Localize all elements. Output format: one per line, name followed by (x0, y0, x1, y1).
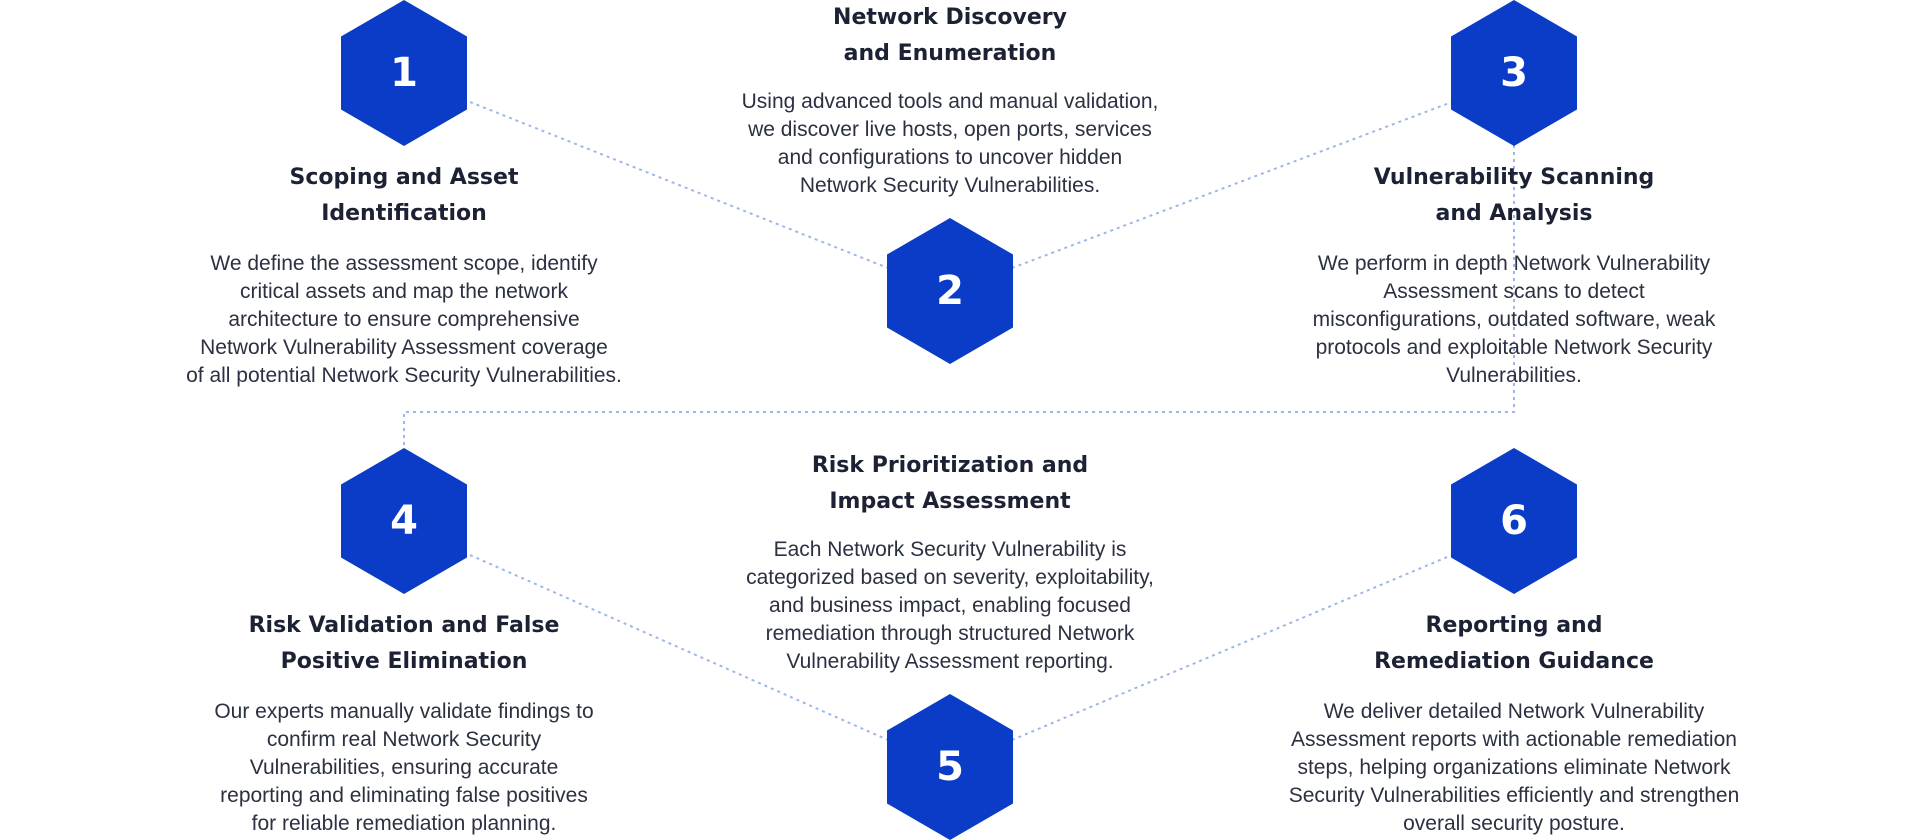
step-4-description: Our experts manually validate findings t… (214, 700, 594, 835)
step-5-number: 5 (936, 744, 964, 790)
step-1-title: Scoping and Asset Identification (289, 165, 519, 226)
step-3-hexagon: 3 (1451, 0, 1577, 146)
step-2-hexagon: 2 (887, 218, 1013, 364)
step-4-hexagon: 4 (341, 448, 467, 594)
step-6-number: 6 (1500, 498, 1528, 544)
hexagon-shape (887, 218, 1013, 364)
step-5-hexagon: 5 (887, 694, 1013, 840)
hexagon-shape (341, 448, 467, 594)
hexagon-shape (1451, 448, 1577, 594)
connector-5-6 (1011, 554, 1453, 741)
connector-3-4 (403, 145, 1515, 448)
step-6-description: We deliver detailed Network Vulnerabilit… (1288, 700, 1740, 835)
hexagon-shape (1451, 0, 1577, 146)
step-6-hexagon: 6 (1451, 448, 1577, 594)
step-1-description: We define the assessment scope, identify… (186, 252, 622, 387)
step-2-description: Using advanced tools and manual validati… (741, 90, 1159, 197)
step-3-title: Vulnerability Scanning and Analysis (1373, 165, 1655, 226)
step-3-description: We perform in depth Network Vulnerabilit… (1312, 252, 1716, 387)
step-2-number: 2 (936, 268, 964, 314)
step-3-number: 3 (1500, 50, 1528, 96)
connector-4-5 (469, 554, 889, 741)
connector-2-3 (1011, 101, 1453, 269)
step-1-hexagon: 1 (341, 0, 467, 146)
step-5-title: Risk Prioritization and Impact Assessmen… (811, 453, 1089, 514)
step-6-title: Reporting and Remediation Guidance (1374, 613, 1654, 674)
step-2-title: Network Discovery and Enumeration (833, 5, 1067, 66)
connector-1-2 (469, 101, 889, 269)
step-1-number: 1 (390, 50, 418, 96)
step-5-description: Each Network Security Vulnerability is c… (746, 538, 1154, 673)
hexagon-shape (341, 0, 467, 146)
hexagon-shape (887, 694, 1013, 840)
step-4-number: 4 (390, 498, 418, 544)
step-4-title: Risk Validation and False Positive Elimi… (248, 613, 560, 674)
